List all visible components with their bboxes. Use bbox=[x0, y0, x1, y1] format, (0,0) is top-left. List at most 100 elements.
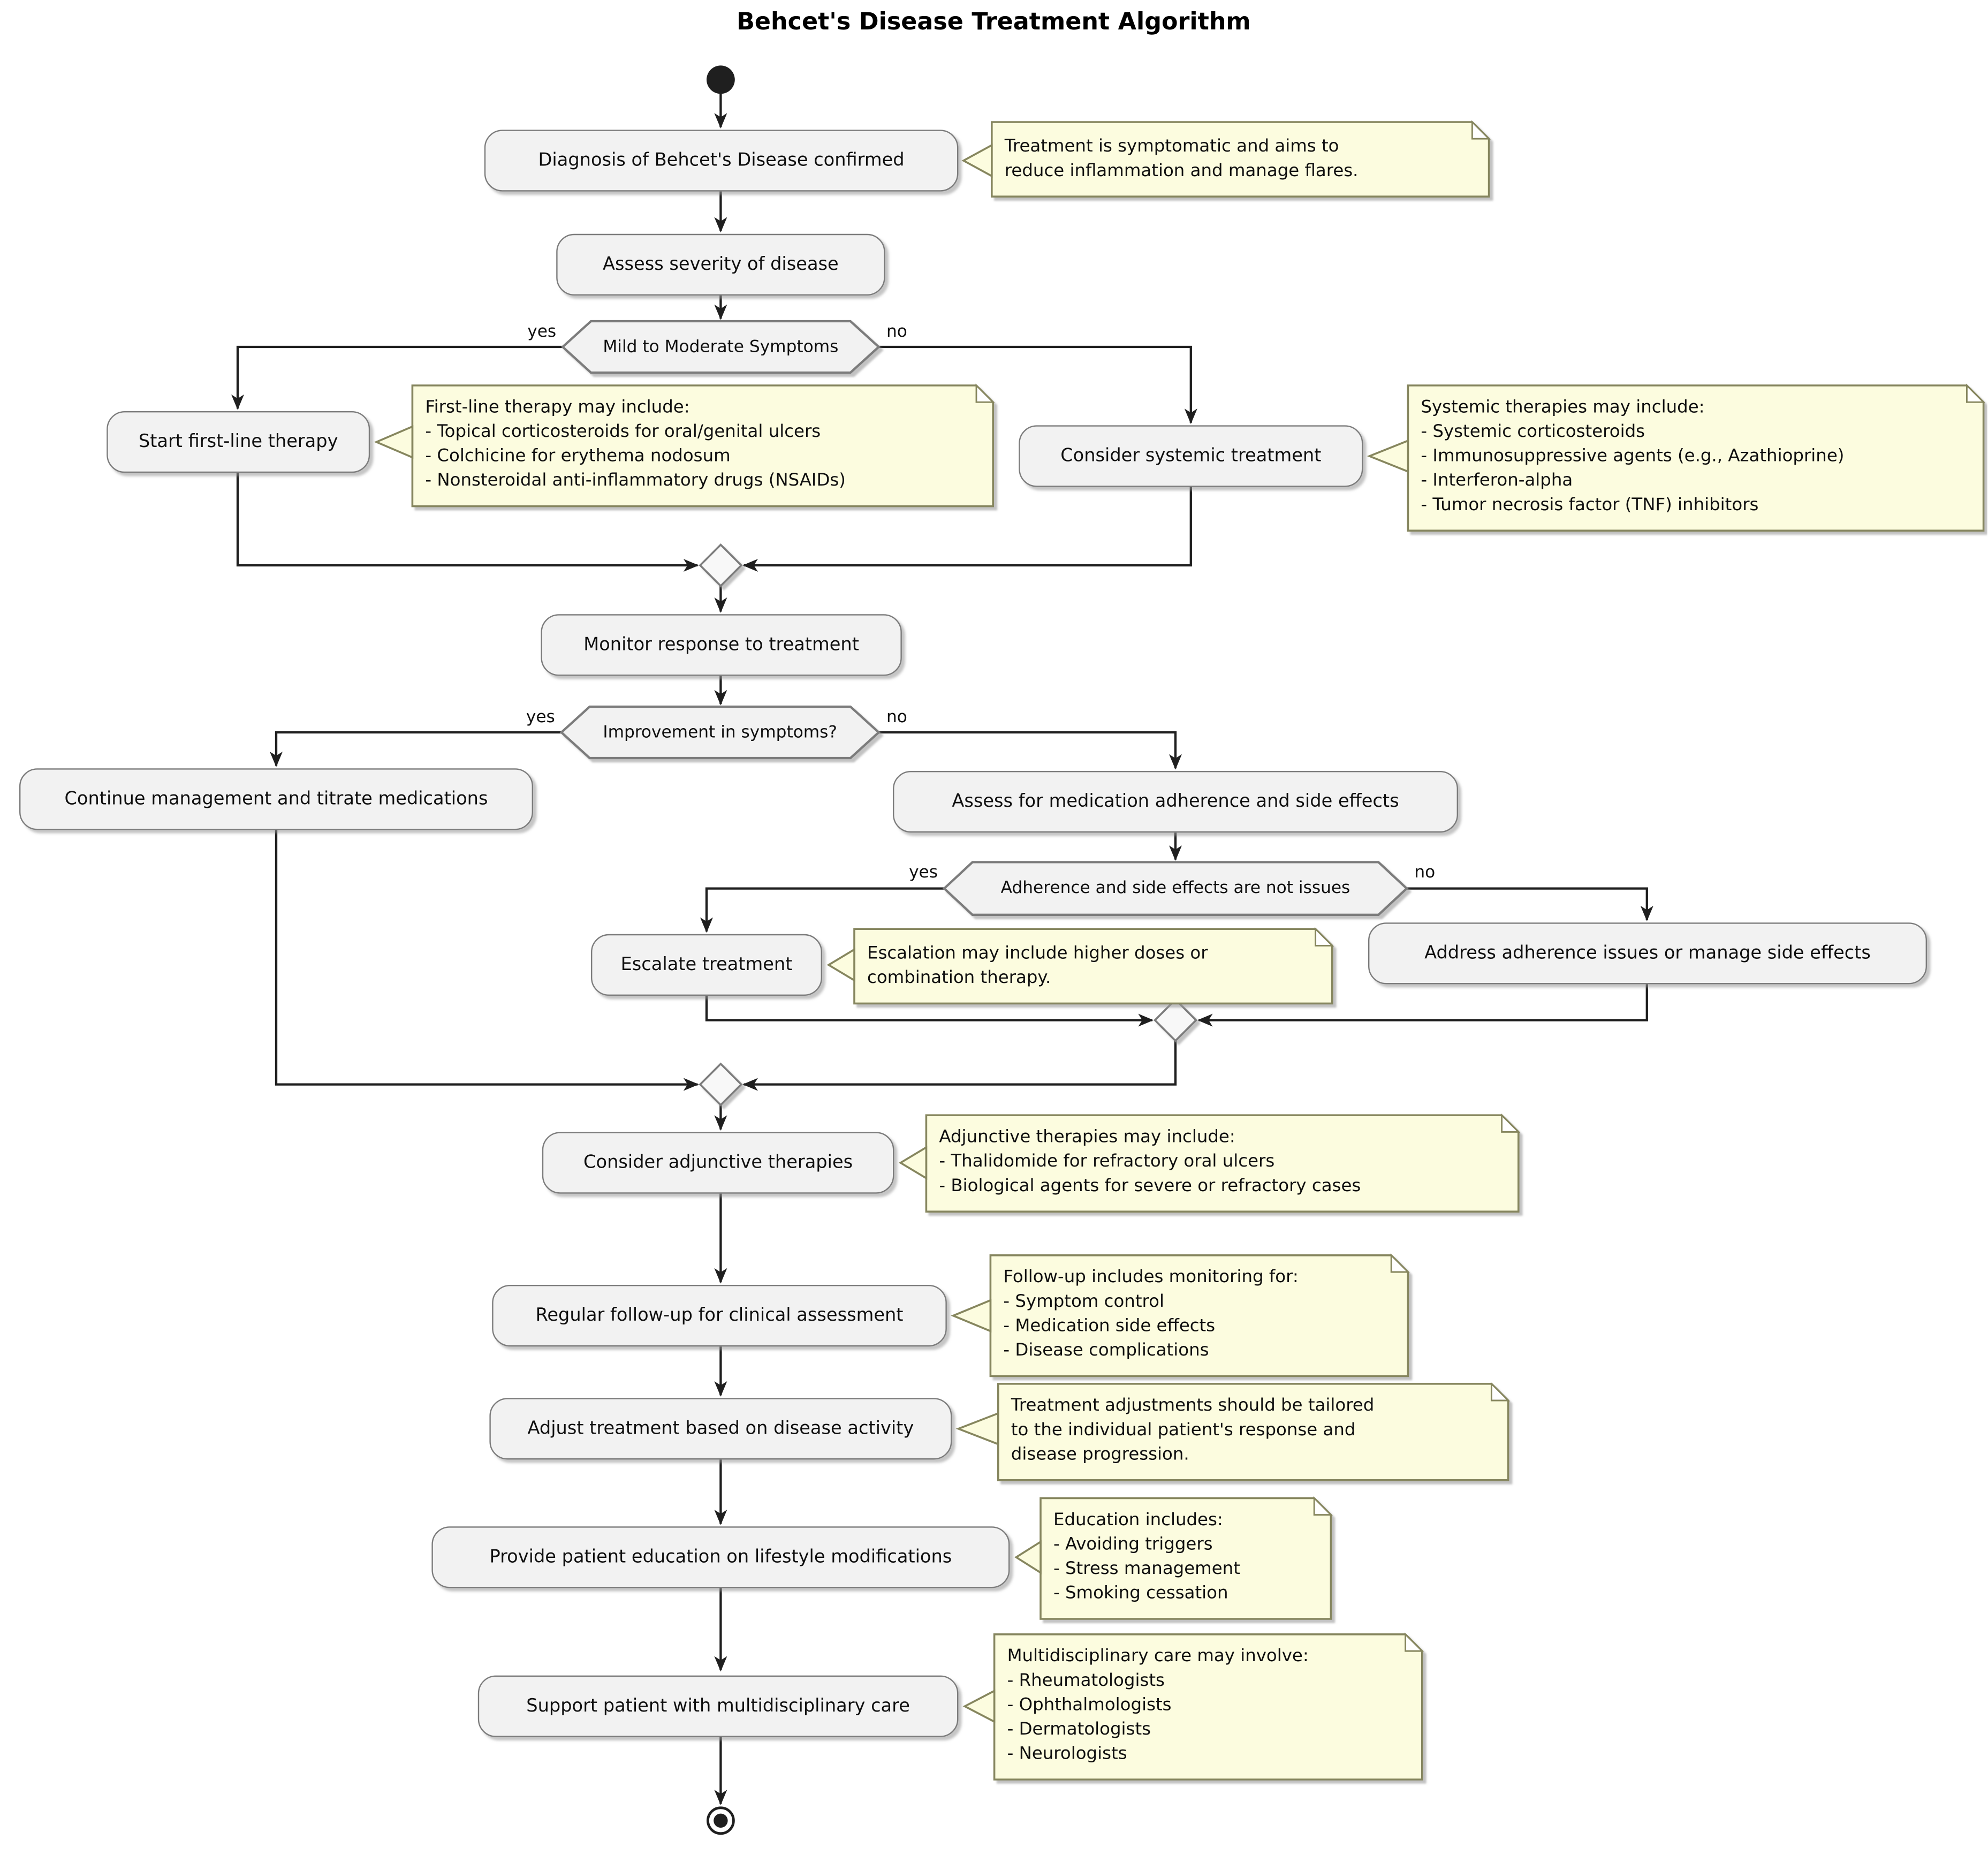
note-line: First-line therapy may include: bbox=[425, 397, 690, 418]
note-pointer-icon bbox=[898, 1146, 928, 1180]
note-line: - Nonsteroidal anti-inflammatory drugs (… bbox=[425, 470, 846, 491]
note-line: combination therapy. bbox=[867, 967, 1051, 988]
edge-firstline-to-merge1 bbox=[236, 473, 699, 572]
note-line: disease progression. bbox=[1011, 1444, 1189, 1465]
merge-diamond-2 bbox=[1154, 998, 1197, 1042]
note-pointer-icon bbox=[955, 1412, 999, 1446]
activity-systemic: Consider systemic treatment bbox=[1019, 425, 1363, 487]
edge-decision1-no bbox=[878, 345, 1197, 425]
note-pointer-icon bbox=[374, 425, 414, 459]
note-fold-icon bbox=[1390, 1253, 1410, 1273]
note-line: - Avoiding triggers bbox=[1053, 1534, 1213, 1555]
note-fold-icon bbox=[975, 383, 995, 403]
edge-decision2-no bbox=[878, 731, 1182, 770]
activity-multidisciplinary: Support patient with multidisciplinary c… bbox=[477, 1675, 959, 1737]
note-fold-icon bbox=[1966, 383, 1986, 403]
note-line: - Interferon-alpha bbox=[1421, 470, 1573, 491]
edge-continue-to-merge3 bbox=[275, 830, 699, 1091]
branch-label-no: no bbox=[886, 322, 907, 342]
edge-escalate-to-merge2 bbox=[705, 996, 1154, 1027]
note-symptomatic: Treatment is symptomatic and aims to red… bbox=[992, 122, 1489, 196]
note-line: Follow-up includes monitoring for: bbox=[1003, 1267, 1299, 1288]
note-line: - Symptom control bbox=[1003, 1291, 1164, 1312]
diagram-title: Behcet's Disease Treatment Algorithm bbox=[737, 9, 1251, 36]
note-pointer-icon bbox=[826, 948, 855, 982]
activity-monitor: Monitor response to treatment bbox=[541, 614, 902, 676]
activity-address-adherence: Address adherence issues or manage side … bbox=[1368, 922, 1928, 985]
activity-diagnosis: Diagnosis of Behcet's Disease confirmed bbox=[484, 130, 959, 192]
note-line: - Systemic corticosteroids bbox=[1421, 421, 1645, 442]
branch-label-no: no bbox=[1414, 863, 1436, 883]
note-fold-icon bbox=[1313, 1496, 1333, 1516]
note-education-paper bbox=[1039, 1497, 1332, 1620]
branch-label-yes: yes bbox=[526, 708, 555, 728]
edge-decision3-yes bbox=[700, 887, 945, 933]
note-follow-up-paper bbox=[989, 1254, 1409, 1377]
decision-adherence-shape bbox=[942, 861, 1409, 916]
note-line: - Disease complications bbox=[1003, 1340, 1209, 1361]
note-line: Multidisciplinary care may involve: bbox=[1007, 1646, 1309, 1667]
edge-merge2-to-merge3 bbox=[742, 1041, 1177, 1091]
note-multidisciplinary: Multidisciplinary care may involve: - Rh… bbox=[995, 1634, 1422, 1780]
decision-mild-to-moderate-label: Mild to Moderate Symptoms bbox=[603, 337, 839, 357]
note-systemic: Systemic therapies may include: - System… bbox=[1408, 385, 1983, 531]
note-line: - Thalidomide for refractory oral ulcers bbox=[939, 1151, 1275, 1172]
note-line: to the individual patient's response and bbox=[1011, 1420, 1356, 1441]
note-education: Education includes: - Avoiding triggers … bbox=[1041, 1498, 1331, 1619]
start-node bbox=[707, 65, 735, 94]
activity-assess-severity: Assess severity of disease bbox=[556, 233, 885, 296]
note-pointer-icon bbox=[962, 1689, 996, 1723]
note-line: Treatment adjustments should be tailored bbox=[1011, 1395, 1375, 1416]
note-fold-icon bbox=[1471, 120, 1491, 140]
note-line: - Immunosuppressive agents (e.g., Azathi… bbox=[1421, 445, 1845, 467]
note-line: Adjunctive therapies may include: bbox=[939, 1126, 1235, 1148]
edge-address-to-merge2 bbox=[1197, 984, 1648, 1027]
note-line: - Tumor necrosis factor (TNF) inhibitors bbox=[1421, 495, 1759, 516]
merge-diamond-1 bbox=[699, 543, 743, 587]
note-pointer-icon bbox=[1014, 1540, 1042, 1574]
decision-adherence-label: Adherence and side effects are not issue… bbox=[1000, 879, 1350, 898]
branch-label-yes: yes bbox=[909, 863, 938, 883]
note-first-line-paper bbox=[411, 384, 995, 508]
activity-first-line: Start first-line therapy bbox=[107, 411, 370, 473]
merge-diamond-3 bbox=[699, 1062, 743, 1107]
branch-label-no: no bbox=[886, 708, 907, 728]
note-escalation: Escalation may include higher doses or c… bbox=[854, 929, 1332, 1003]
note-line: - Topical corticosteroids for oral/genit… bbox=[425, 421, 821, 442]
note-pointer-icon bbox=[961, 143, 993, 178]
flow-edges bbox=[231, 94, 1653, 1806]
note-line: - Medication side effects bbox=[1003, 1315, 1216, 1336]
decision-improvement-shape bbox=[559, 705, 881, 760]
edge-decision1-yes bbox=[231, 345, 563, 410]
note-line: Escalation may include higher doses or bbox=[867, 943, 1208, 964]
note-line: - Dermatologists bbox=[1007, 1719, 1151, 1740]
branch-label-yes: yes bbox=[527, 322, 557, 342]
end-node bbox=[707, 1806, 735, 1835]
note-multidisciplinary-paper bbox=[993, 1633, 1423, 1781]
activity-follow-up: Regular follow-up for clinical assessmen… bbox=[492, 1285, 947, 1347]
note-escalation-paper bbox=[853, 928, 1333, 1005]
edge-decision2-yes bbox=[270, 731, 562, 767]
note-adjustments-paper bbox=[997, 1383, 1509, 1481]
activity-adjust-treatment: Adjust treatment based on disease activi… bbox=[489, 1398, 952, 1460]
edge-systemic-to-merge1 bbox=[742, 487, 1192, 572]
activity-adjunctive: Consider adjunctive therapies bbox=[542, 1132, 894, 1194]
note-follow-up: Follow-up includes monitoring for: - Sym… bbox=[990, 1255, 1408, 1376]
note-line: - Rheumatologists bbox=[1007, 1670, 1165, 1691]
note-line: - Biological agents for severe or refrac… bbox=[939, 1176, 1361, 1197]
note-line: - Smoking cessation bbox=[1053, 1583, 1228, 1604]
note-adjustments: Treatment adjustments should be tailored… bbox=[998, 1384, 1508, 1480]
edge-decision3-no bbox=[1407, 887, 1653, 921]
decision-improvement-label: Improvement in symptoms? bbox=[603, 723, 838, 742]
note-fold-icon bbox=[1405, 1632, 1424, 1652]
activity-patient-education: Provide patient education on lifestyle m… bbox=[431, 1526, 1010, 1588]
note-adjunctive: Adjunctive therapies may include: - Thal… bbox=[926, 1115, 1518, 1212]
note-line: - Colchicine for erythema nodosum bbox=[425, 445, 731, 467]
note-line: Systemic therapies may include: bbox=[1421, 397, 1705, 418]
note-systemic-paper bbox=[1407, 384, 1985, 532]
activity-escalate: Escalate treatment bbox=[591, 934, 822, 996]
note-symptomatic-paper bbox=[991, 121, 1490, 198]
note-line: - Stress management bbox=[1053, 1558, 1240, 1579]
